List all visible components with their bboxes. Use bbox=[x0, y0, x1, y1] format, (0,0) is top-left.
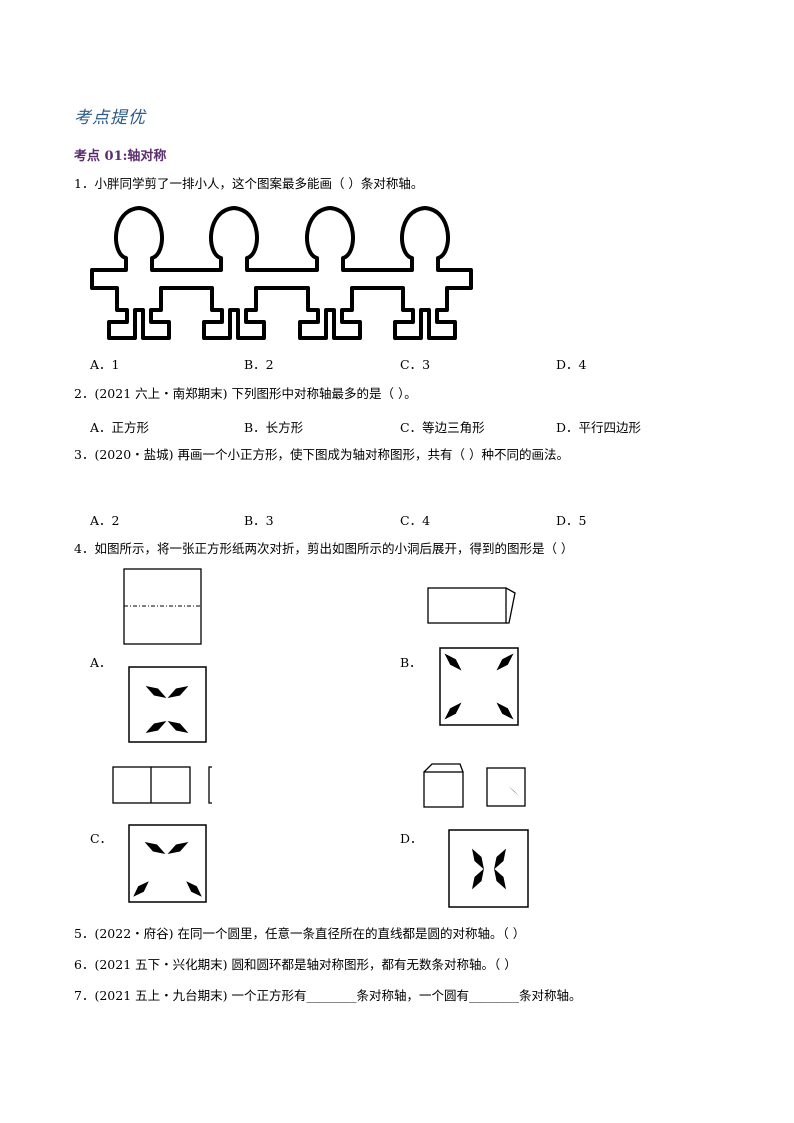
question-6-text: 6．(2021 五下・兴化期末) 圆和圆环都是轴对称图形，都有无数条对称轴。（ … bbox=[74, 957, 517, 972]
hole-diamond bbox=[472, 848, 484, 870]
hole-diamond bbox=[496, 702, 514, 720]
hole-diamond bbox=[496, 653, 514, 671]
subsection-title: 考点 01:轴对称 bbox=[74, 149, 167, 164]
q4c-folded-paper bbox=[112, 766, 212, 804]
hole-diamond bbox=[167, 686, 189, 698]
q4d-result-square bbox=[448, 829, 529, 908]
hole-diamond bbox=[472, 868, 484, 890]
section-title: 考点提优 bbox=[74, 108, 146, 128]
q2-option-a[interactable]: A．正方形 bbox=[90, 420, 150, 435]
question-3-text: 3．(2020・盐城) 再画一个小正方形，使下图成为轴对称图形，共有（ ）种不同… bbox=[74, 447, 569, 462]
q4a-result-square bbox=[128, 666, 207, 743]
hole-diamond bbox=[145, 721, 167, 733]
q2-option-d[interactable]: D．平行四边形 bbox=[556, 420, 642, 435]
q3-option-b[interactable]: B．3 bbox=[244, 513, 274, 528]
q4b-folded-paper bbox=[427, 587, 516, 624]
q1-option-b[interactable]: B．2 bbox=[244, 357, 274, 372]
question-5-text: 5．(2022・府谷) 在同一个圆里，任意一条直径所在的直线都是圆的对称轴。（ … bbox=[74, 926, 526, 941]
q4-option-c[interactable]: C． bbox=[90, 831, 113, 846]
paper-people-outline bbox=[90, 206, 473, 340]
q4b-result-square bbox=[439, 647, 519, 726]
q4-option-b[interactable]: B． bbox=[400, 655, 422, 670]
q2-option-c[interactable]: C．等边三角形 bbox=[400, 420, 485, 435]
hole-diamond bbox=[186, 881, 202, 897]
hole-diamond bbox=[444, 702, 462, 720]
q3-option-c[interactable]: C．4 bbox=[400, 513, 431, 528]
q3-option-d[interactable]: D．5 bbox=[556, 513, 587, 528]
q4c-result-square bbox=[128, 824, 207, 903]
hole-diamond bbox=[167, 721, 189, 733]
q4-option-d[interactable]: D． bbox=[400, 831, 423, 846]
hole-diamond bbox=[145, 686, 167, 698]
hole-diamond bbox=[144, 842, 166, 854]
q1-option-c[interactable]: C．3 bbox=[400, 357, 431, 372]
q1-option-a[interactable]: A．1 bbox=[90, 357, 120, 372]
q4a-folded-paper bbox=[123, 568, 202, 645]
hole-diamond bbox=[167, 842, 189, 854]
hole-diamond bbox=[133, 881, 149, 897]
q4d-folded-paper bbox=[423, 763, 526, 808]
q4-option-a[interactable]: A． bbox=[90, 655, 112, 670]
question-1-text: 1．小胖同学剪了一排小人，这个图案最多能画（ ）条对称轴。 bbox=[74, 176, 424, 191]
q1-option-d[interactable]: D．4 bbox=[556, 357, 587, 372]
question-4-text: 4．如图所示，将一张正方形纸两次对折，剪出如图所示的小洞后展开，得到的图形是（ … bbox=[74, 541, 574, 556]
hole-diamond bbox=[494, 848, 506, 870]
question-2-text: 2．(2021 六上・南郑期末) 下列图形中对称轴最多的是（ ）。 bbox=[74, 386, 417, 401]
hole-diamond bbox=[444, 653, 462, 671]
q2-option-b[interactable]: B．长方形 bbox=[244, 420, 304, 435]
hole-diamond bbox=[494, 868, 506, 890]
q3-option-a[interactable]: A．2 bbox=[90, 513, 120, 528]
question-7-text: 7．(2021 五上・九台期末) 一个正方形有________条对称轴，一个圆有… bbox=[74, 988, 582, 1003]
